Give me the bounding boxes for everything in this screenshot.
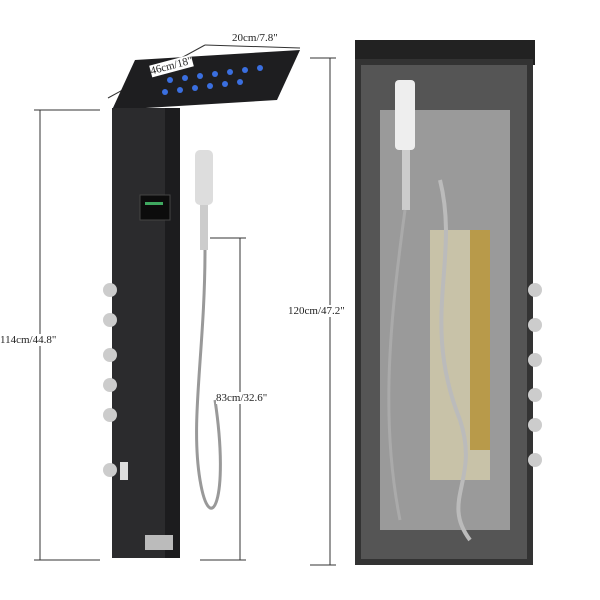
shower-panel-inside [355, 40, 542, 565]
body-jets-knobs [103, 283, 117, 477]
tub-spout [145, 535, 173, 550]
hose [195, 249, 222, 510]
dimension-height-left: 114cm/44.8" [0, 334, 57, 346]
hand-shower [195, 150, 213, 205]
dimension-hose-height: 83cm/32.6" [216, 392, 268, 404]
led-rain-head-lights [162, 65, 263, 95]
dimension-depth-top: 20cm/7.8" [232, 32, 278, 44]
digital-display [139, 194, 171, 221]
shower-panel-front [103, 50, 300, 558]
dimension-height-total: 120cm/47.2" [288, 305, 345, 317]
